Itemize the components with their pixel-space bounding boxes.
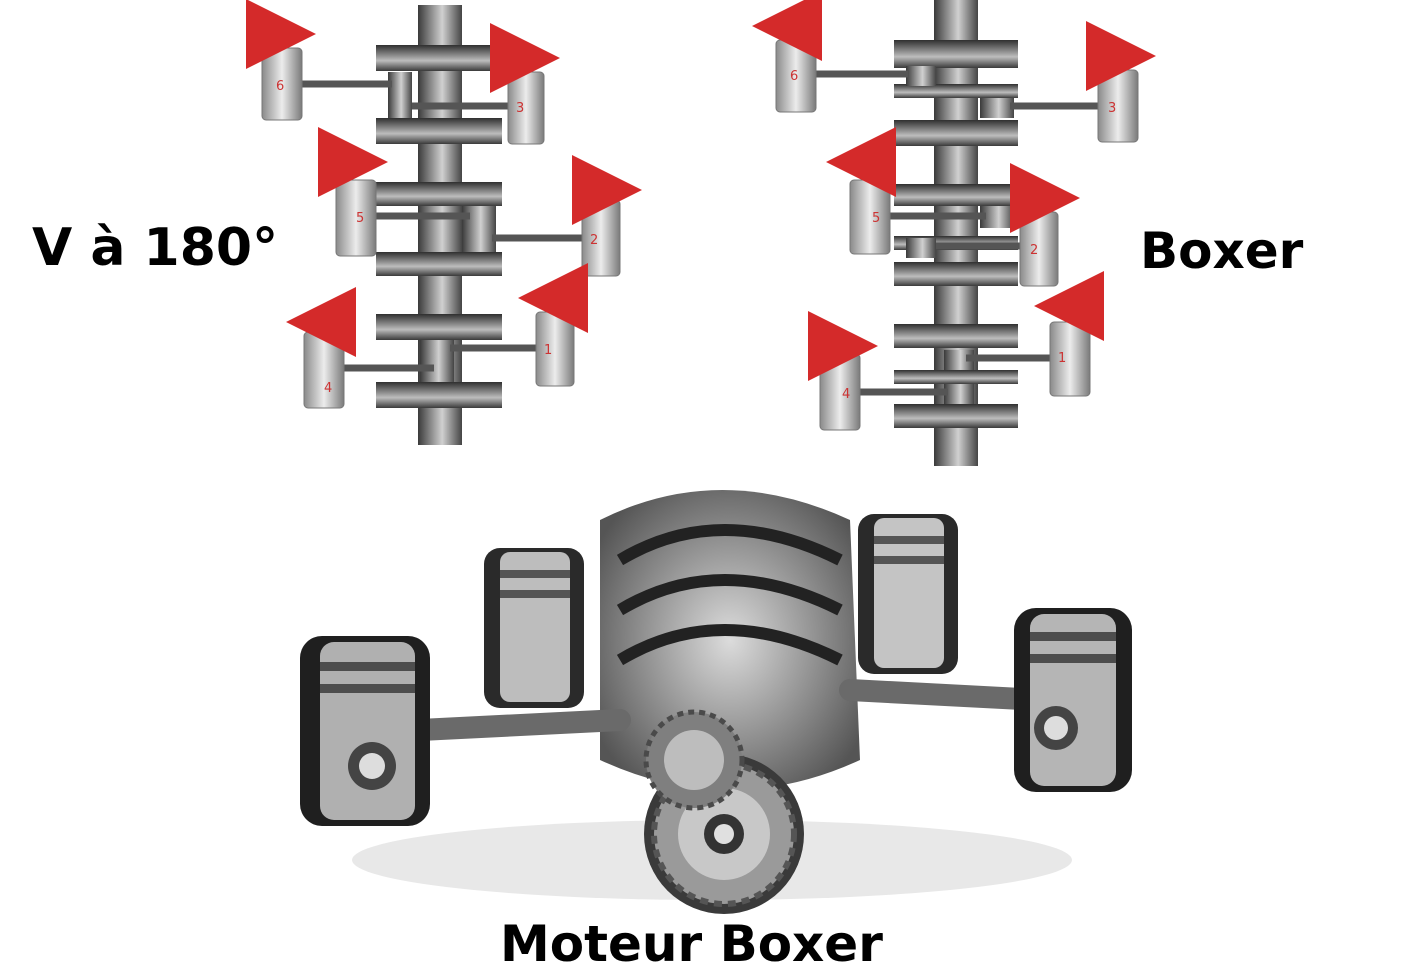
piston-rear-right	[858, 514, 958, 674]
piston-number-1-left: 1	[544, 343, 552, 358]
piston-number-1-right: 1	[1058, 351, 1066, 366]
boxer-webs	[894, 40, 1018, 428]
boxer-conrods	[816, 70, 1104, 396]
piston-number-3-right: 3	[1108, 101, 1116, 116]
piston-number-2-left: 2	[590, 233, 598, 248]
boxer-engine-illustration	[300, 490, 1132, 914]
boxer-label: Boxer	[1140, 222, 1304, 280]
crank-throws	[616, 524, 843, 666]
v180-conrods	[300, 80, 586, 372]
v180-label: V à 180°	[32, 218, 279, 278]
piston-number-3-left: 3	[516, 101, 524, 116]
piston-number-4-left: 4	[324, 381, 332, 396]
boxer-direction-arrows	[752, 0, 1156, 381]
timing-gear	[643, 709, 745, 811]
piston-front-right	[1014, 608, 1132, 792]
piston-rear-left	[484, 548, 584, 708]
v180-direction-arrows	[246, 0, 642, 357]
engine-conrods	[409, 679, 1051, 741]
crankcase	[600, 490, 860, 790]
piston-number-6-left: 6	[276, 79, 284, 94]
piston-front-left	[300, 636, 430, 826]
piston-number-5-left: 5	[356, 211, 364, 226]
piston-number-6-right: 6	[790, 69, 798, 84]
moteur-boxer-caption: Moteur Boxer	[500, 915, 883, 973]
v180-crankshaft: 6 3 5 2 4 1	[246, 0, 642, 445]
boxer-crankshaft: 6 3 5 2 4 1	[752, 0, 1156, 466]
piston-number-2-right: 2	[1030, 243, 1038, 258]
piston-number-4-right: 4	[842, 387, 850, 402]
piston-number-5-right: 5	[872, 211, 880, 226]
v180-webs	[376, 45, 502, 408]
